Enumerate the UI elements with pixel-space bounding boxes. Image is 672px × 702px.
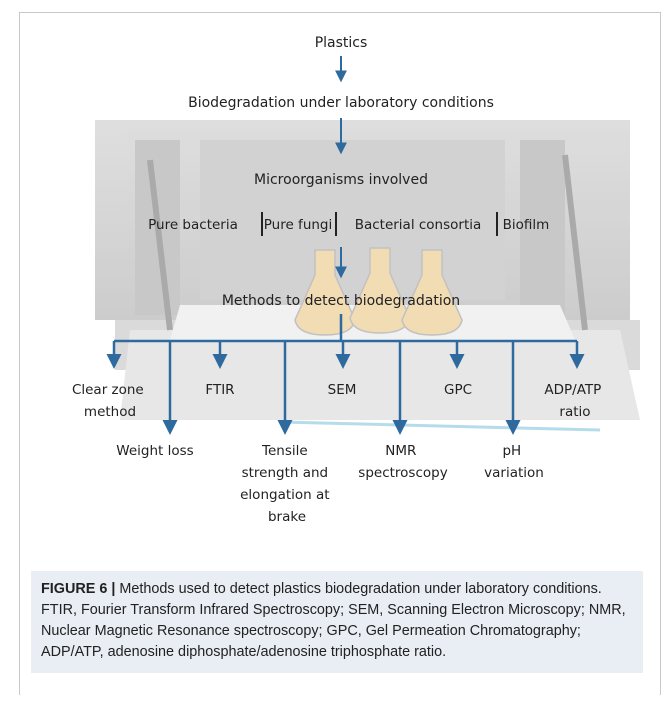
method-gpc: GPC: [444, 382, 472, 398]
caption-text: Methods used to detect plastics biodegra…: [41, 581, 626, 660]
organism-biofilm: Biofilm: [503, 217, 550, 233]
caption-label: FIGURE 6 |: [41, 581, 116, 597]
method-nmr: NMR spectroscopy: [358, 443, 447, 481]
methods-diagram: Plastics Biodegradation under laboratory…: [72, 35, 640, 525]
biodegradation-node: Biodegradation under laboratory conditio…: [188, 95, 494, 111]
organism-pure-bacteria: Pure bacteria: [148, 217, 238, 233]
organism-pure-fungi: Pure fungi: [264, 217, 333, 233]
figure-caption: FIGURE 6 | Methods used to detect plasti…: [31, 571, 643, 673]
organisms-title: Microorganisms involved: [254, 172, 428, 188]
organism-bacterial-consortia: Bacterial consortia: [355, 217, 482, 233]
method-adp-atp: ADP/ATP ratio: [544, 382, 605, 420]
method-ph: pH variation: [484, 443, 544, 481]
flask-icon: [294, 247, 463, 336]
plastics-node: Plastics: [315, 35, 368, 51]
methods-title: Methods to detect biodegradation: [222, 293, 460, 309]
method-sem: SEM: [328, 382, 357, 398]
method-tensile: Tensile strength and elongation at brake: [240, 443, 334, 525]
method-clear-zone: Clear zone method: [72, 382, 148, 420]
method-ftir: FTIR: [205, 382, 234, 398]
lab-hood-illustration: [95, 120, 640, 432]
method-weight-loss: Weight loss: [116, 443, 193, 459]
